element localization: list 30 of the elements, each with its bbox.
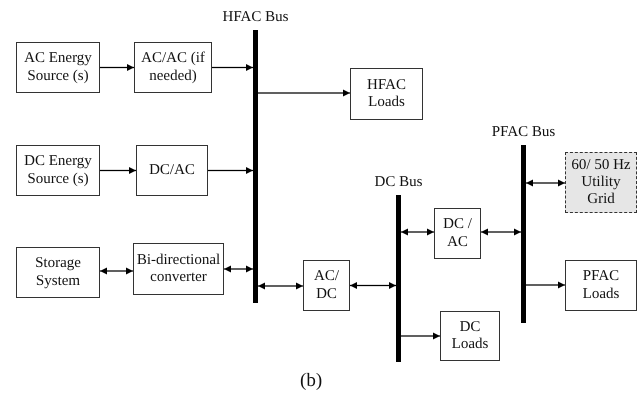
block: DC Loads: [440, 311, 500, 361]
bus-label: HFAC Bus: [222, 9, 288, 26]
arrow: [224, 266, 253, 272]
arrow: [208, 167, 253, 174]
block: PFAC Loads: [565, 260, 637, 311]
bus-label: DC Bus: [374, 174, 422, 191]
arrow: [526, 180, 565, 186]
dashed-block: 60/ 50 Hz Utility Grid: [565, 152, 637, 213]
arrow: [100, 167, 136, 174]
block: DC Energy Source (s): [16, 145, 100, 196]
arrow: [100, 64, 134, 71]
block: AC/AC (if needed): [134, 42, 212, 93]
block: AC/ DC: [303, 260, 350, 311]
block: Storage System: [16, 247, 100, 298]
block: HFAC Loads: [350, 68, 423, 120]
arrow: [401, 332, 440, 340]
arrow: [481, 228, 521, 236]
arrow: [258, 90, 350, 96]
arrow: [100, 268, 133, 274]
block: DC/AC: [136, 145, 208, 196]
arrow: [212, 64, 253, 71]
caption: (b): [300, 370, 322, 392]
bus-label: PFAC Bus: [492, 124, 556, 141]
block: DC / AC: [434, 208, 481, 259]
arrow: [401, 228, 434, 236]
arrow: [350, 282, 396, 289]
arrow: [258, 282, 303, 290]
block: Bi-directional converter: [133, 243, 224, 295]
arrow: [526, 282, 565, 288]
block: AC Energy Source (s): [16, 42, 100, 93]
